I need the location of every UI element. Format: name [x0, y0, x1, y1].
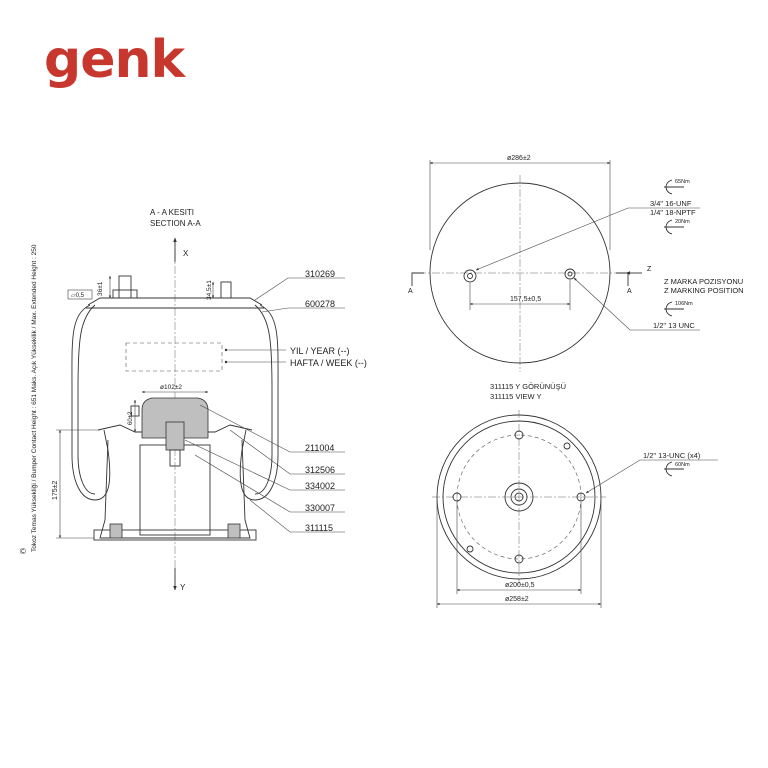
- label-312506: 312506: [305, 465, 335, 475]
- dim-258: ø258±2: [505, 596, 529, 603]
- view-y-title-en: 311115 VIEW Y: [490, 392, 542, 401]
- dim-175: 175±2: [52, 480, 59, 500]
- bellow-right: [239, 304, 279, 501]
- leader-stud: [573, 277, 700, 331]
- bellow-left-inner: [77, 304, 96, 495]
- torque-20: 20Nm: [675, 219, 690, 225]
- torque-icon-2: [664, 219, 684, 235]
- dim-157: 157,5±0,5: [510, 296, 541, 303]
- air-port: [463, 269, 477, 283]
- dim-102: ø102±2: [160, 384, 182, 391]
- leader-330007: [194, 454, 345, 513]
- dim-286: ø286±2: [507, 155, 531, 162]
- thread-1-4: 1/4" 18-NPTF: [650, 208, 696, 217]
- axis-y-label: Y: [180, 583, 186, 592]
- torque-icon-1: [664, 179, 684, 195]
- bolt-hole-top: [514, 430, 524, 440]
- side-mark: ©: [20, 547, 26, 556]
- piston-base: [93, 529, 257, 541]
- torque-icon-3: [664, 301, 684, 317]
- section-title-en: SECTION A-A: [150, 219, 201, 228]
- label-311115: 311115: [305, 523, 333, 533]
- stud-hole-inner: [567, 271, 573, 277]
- label-year: YIL / YEAR (--): [290, 346, 350, 356]
- label-334002: 334002: [305, 481, 335, 491]
- dim-34: 34,5±1: [206, 280, 213, 300]
- bottom-view: 311115 Y GÖRÜNÜŞÜ 311115 VIEW Y 1/2" 13-…: [432, 382, 718, 608]
- base-bolt-right: [227, 523, 241, 539]
- label-week: HAFTA / WEEK (--): [290, 358, 367, 368]
- leader-312506: [229, 429, 345, 475]
- torque-60: 60Nm: [675, 462, 690, 468]
- genk-logo: genk: [44, 30, 185, 90]
- section-title-tr: A - A KESITI: [150, 208, 194, 217]
- section-mark-right: [616, 272, 629, 286]
- z-marking-en: Z MARKING POSITION: [664, 286, 744, 295]
- leader-311115: [249, 499, 345, 533]
- dim-200: ø200±0,5: [505, 582, 535, 589]
- drain-hole-upper: [563, 442, 571, 450]
- mark-a-left: A: [408, 288, 413, 295]
- thread-1-2: 1/2" 13 UNC: [653, 321, 695, 330]
- drain-hole-lower: [466, 545, 474, 553]
- base-bolt-left: [109, 523, 123, 539]
- axis-x-label: X: [183, 249, 189, 258]
- torque-106: 106Nm: [675, 301, 693, 307]
- air-port-inner: [467, 273, 473, 279]
- leader-211004: [199, 404, 345, 453]
- torque-icon-4: [664, 461, 684, 477]
- leader-bolt: [585, 459, 718, 494]
- top-view: ø286±2 A A Z 157,5±0,5 65Nm 3/4" 16-UNF …: [408, 155, 744, 372]
- bolt-hole-right: [576, 492, 586, 502]
- dim-60: 60±2: [128, 411, 134, 425]
- leader-334002: [184, 439, 345, 491]
- mark-a-right: A: [627, 288, 632, 295]
- bumper-bolt: [165, 421, 185, 451]
- thread-3-4: 3/4" 16-UNF: [650, 199, 692, 208]
- piston-body: [99, 439, 251, 539]
- stud-left-nut: [112, 289, 138, 299]
- bolt-hole-left: [452, 492, 462, 502]
- vertical-height-note: Tokoz Temas Yüksekliği / Bumper Contact …: [31, 244, 38, 552]
- bolt-circle: [456, 434, 582, 560]
- dim-36: 36±1: [97, 281, 104, 296]
- bellow-left: [71, 304, 111, 501]
- section-a-a: A - A KESITI SECTION A-A X Y: [20, 208, 367, 592]
- leader-600278: [261, 307, 345, 313]
- leader-port: [475, 207, 700, 271]
- label-310269: 310269: [305, 269, 335, 279]
- bumper: [141, 397, 209, 439]
- top-plate: [87, 297, 263, 306]
- stud-right: [220, 281, 232, 299]
- bumper-stud: [169, 449, 181, 467]
- view-y-title-tr: 311115 Y GÖRÜNÜŞÜ: [490, 382, 566, 391]
- stud-hole: [564, 268, 576, 280]
- year-week-box: [125, 342, 223, 372]
- label-211004: 211004: [305, 443, 334, 453]
- label-330007: 330007: [305, 503, 335, 513]
- bellow-right-inner: [254, 304, 273, 495]
- label-600278: 600278: [305, 299, 335, 309]
- thread-bolt: 1/2" 13-UNC (x4): [643, 451, 701, 460]
- torque-65: 65Nm: [675, 179, 690, 185]
- flatness-box: [67, 289, 93, 300]
- section-mark-left: [411, 272, 424, 286]
- stud-left: [118, 275, 132, 299]
- z-marking-tr: Z MARKA POZISYONU: [664, 277, 743, 286]
- dim-flatness: ▱0,5: [71, 293, 85, 299]
- leader-310269: [254, 277, 345, 301]
- bolt-hole-bottom: [514, 554, 524, 564]
- mark-z: Z: [647, 266, 652, 273]
